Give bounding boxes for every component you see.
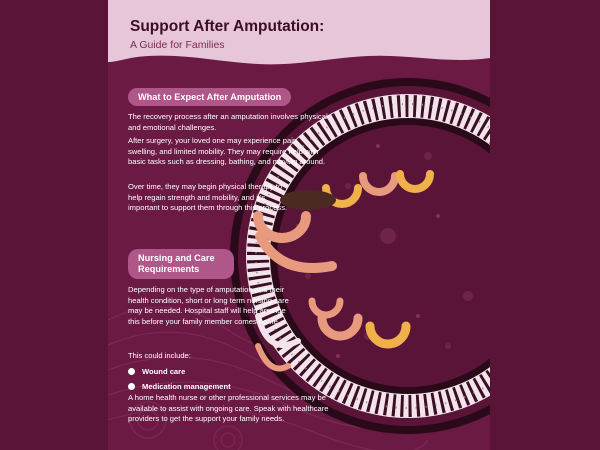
document-page: Support After Amputation: A Guide for Fa…	[108, 0, 490, 450]
paragraph-could-include: This could include:	[128, 351, 191, 360]
care-bullet-list: Wound care Medication management	[128, 364, 231, 394]
paragraph-after-surgery: After surgery, your loved one may experi…	[128, 136, 326, 167]
section-heading-nursing-care: Nursing and Care Requirements	[128, 249, 234, 279]
aboriginal-art-illustration	[108, 78, 490, 450]
page-subtitle: A Guide for Families	[130, 39, 225, 51]
list-item: Wound care	[128, 364, 231, 379]
paragraph-home-health: A home health nurse or other professiona…	[128, 393, 329, 424]
page-title: Support After Amputation:	[130, 18, 325, 35]
paragraph-recovery-intro: The recovery process after an amputation…	[128, 112, 328, 132]
bullet-icon	[128, 383, 135, 390]
header-wave	[108, 0, 490, 65]
paragraph-physical-therapy: Over time, they may begin physical thera…	[128, 182, 288, 213]
bullet-icon	[128, 368, 135, 375]
header-band: Support After Amputation: A Guide for Fa…	[108, 0, 490, 72]
paragraph-nursing-needs: Depending on the type of amputation and …	[128, 285, 289, 326]
section-heading-what-to-expect: What to Expect After Amputation	[128, 88, 292, 106]
list-item: Medication management	[128, 379, 231, 394]
